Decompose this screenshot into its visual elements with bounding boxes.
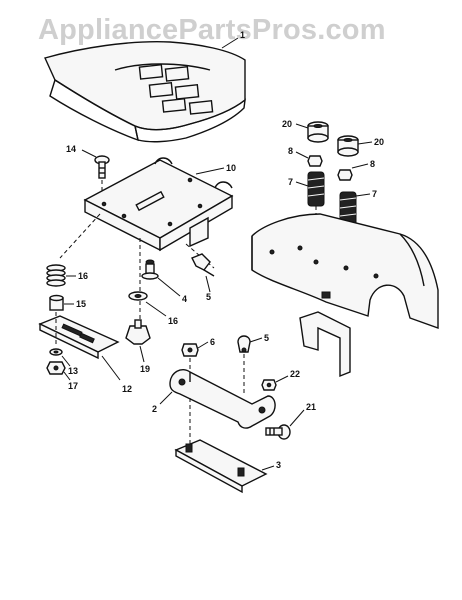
- callout-12: 12: [122, 384, 132, 394]
- callout-14: 14: [66, 144, 76, 154]
- spring-nut-left[interactable]: [307, 155, 323, 167]
- slide-bracket[interactable]: [38, 315, 120, 360]
- callout-1: 1: [240, 30, 245, 40]
- callout-5-upper: 5: [206, 292, 211, 302]
- fender-panel: [251, 213, 439, 329]
- callout-6: 6: [210, 337, 215, 347]
- bumper-right[interactable]: [337, 135, 359, 157]
- callout-7-left: 7: [288, 177, 293, 187]
- mounting-base-plate[interactable]: [174, 439, 268, 494]
- seat-spring[interactable]: [46, 264, 66, 287]
- callout-7-right: 7: [372, 189, 377, 199]
- callout-3: 3: [276, 460, 281, 470]
- flat-washer[interactable]: [128, 291, 148, 301]
- seat-pad-pattern: [138, 64, 214, 115]
- seat[interactable]: [44, 41, 246, 143]
- callout-13: 13: [68, 366, 78, 376]
- callout-5-lower: 5: [264, 333, 269, 343]
- callout-20-left: 20: [282, 119, 292, 129]
- lock-washer[interactable]: [49, 348, 63, 356]
- watermark: AppliancePartsPros.com: [38, 14, 386, 46]
- callout-15: 15: [76, 299, 86, 309]
- callout-20-right: 20: [374, 137, 384, 147]
- bumper-left[interactable]: [307, 121, 329, 143]
- callout-16-spring: 16: [78, 271, 88, 281]
- spacer[interactable]: [49, 294, 64, 311]
- adjustment-bracket[interactable]: [169, 368, 276, 429]
- seat-mounting-plate[interactable]: [83, 157, 234, 252]
- callout-21: 21: [306, 402, 316, 412]
- flange-nut[interactable]: [261, 379, 277, 391]
- lock-nut[interactable]: [181, 343, 199, 357]
- spring-nut-right[interactable]: [337, 169, 353, 181]
- callout-8-left: 8: [288, 146, 293, 156]
- compression-spring-left[interactable]: [307, 171, 325, 207]
- shoulder-bolt[interactable]: [94, 155, 110, 179]
- callout-10: 10: [226, 163, 236, 173]
- callout-17: 17: [68, 381, 78, 391]
- washer-bushing[interactable]: [141, 259, 159, 280]
- callout-16-washer: 16: [168, 316, 178, 326]
- fender-support-bracket: [299, 311, 351, 378]
- callout-2: 2: [152, 404, 157, 414]
- callout-4: 4: [182, 294, 187, 304]
- adjustment-knob[interactable]: [125, 319, 151, 345]
- carriage-bolt[interactable]: [265, 424, 291, 440]
- callout-19: 19: [140, 364, 150, 374]
- callout-22: 22: [290, 369, 300, 379]
- retainer-clip-lower[interactable]: [237, 335, 251, 353]
- hex-nut[interactable]: [46, 361, 66, 375]
- retainer-clip[interactable]: [191, 253, 215, 277]
- callout-8-right: 8: [370, 159, 375, 169]
